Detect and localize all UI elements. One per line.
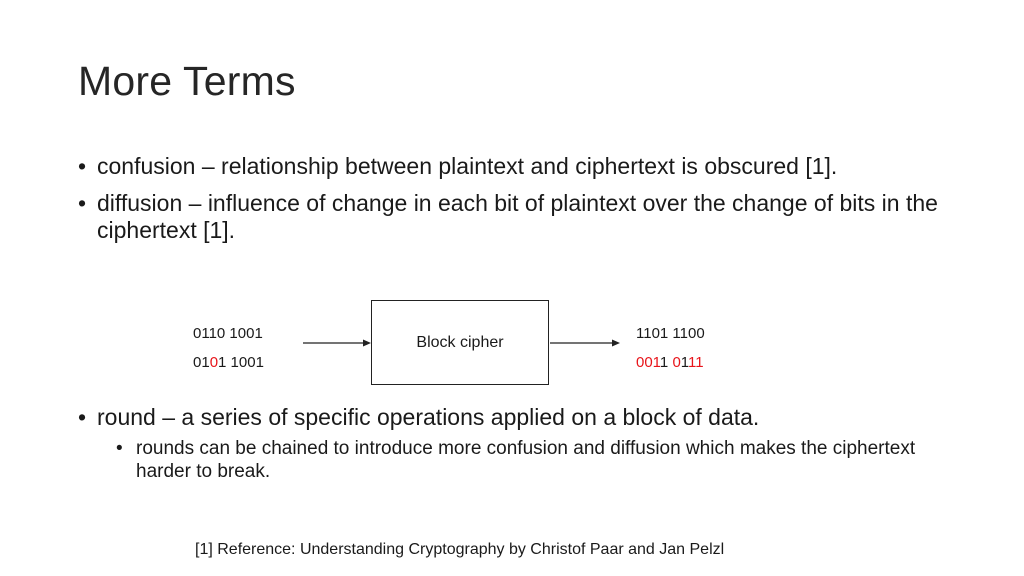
bullet-marker: • [78, 153, 87, 179]
bullet-round: • round – a series of specific operation… [78, 404, 948, 431]
sub-bullet-rounds: • rounds can be chained to introduce mor… [116, 437, 948, 483]
output-arrow [550, 339, 620, 347]
input-arrow [303, 339, 371, 347]
input-block-1: 0110 1001 [193, 325, 263, 342]
output-bits-same-d: 1 [680, 354, 689, 371]
input-bits-a: 01 [193, 354, 210, 371]
bullet-marker: • [78, 404, 87, 430]
output-bits-same-b: 1 [659, 354, 673, 371]
input-bit-flipped: 0 [209, 354, 219, 371]
output-block-1: 1101 1100 [636, 325, 705, 342]
bullet-list-lower: • round – a series of specific operation… [78, 404, 948, 483]
reference-footnote: [1] Reference: Understanding Cryptograph… [195, 541, 725, 558]
slide-title: More Terms [78, 58, 296, 104]
bullet-text: confusion – relationship between plainte… [97, 153, 838, 179]
block-cipher-label: Block cipher [416, 333, 504, 351]
sub-bullet-text: rounds can be chained to introduce more … [136, 438, 916, 482]
output-block-2: 0011 0111 [636, 354, 704, 371]
bullet-diffusion: • diffusion – influence of change in eac… [78, 190, 948, 244]
bullet-confusion: • confusion – relationship between plain… [78, 153, 948, 180]
output-bits-changed-a: 001 [636, 354, 660, 371]
bullet-marker: • [78, 190, 87, 216]
block-cipher-box: Block cipher [371, 300, 549, 385]
bullet-text: diffusion – influence of change in each … [97, 190, 938, 243]
bullet-list: • confusion – relationship between plain… [78, 153, 948, 254]
input-block-2: 0101 1001 [193, 354, 264, 371]
input-bits-c: 1 1001 [218, 354, 264, 371]
sub-bullet-marker: • [116, 438, 123, 459]
output-bits-changed-c: 0 [672, 354, 681, 371]
bullet-text: round – a series of specific operations … [97, 404, 760, 430]
output-bits-changed-e: 11 [688, 354, 704, 371]
